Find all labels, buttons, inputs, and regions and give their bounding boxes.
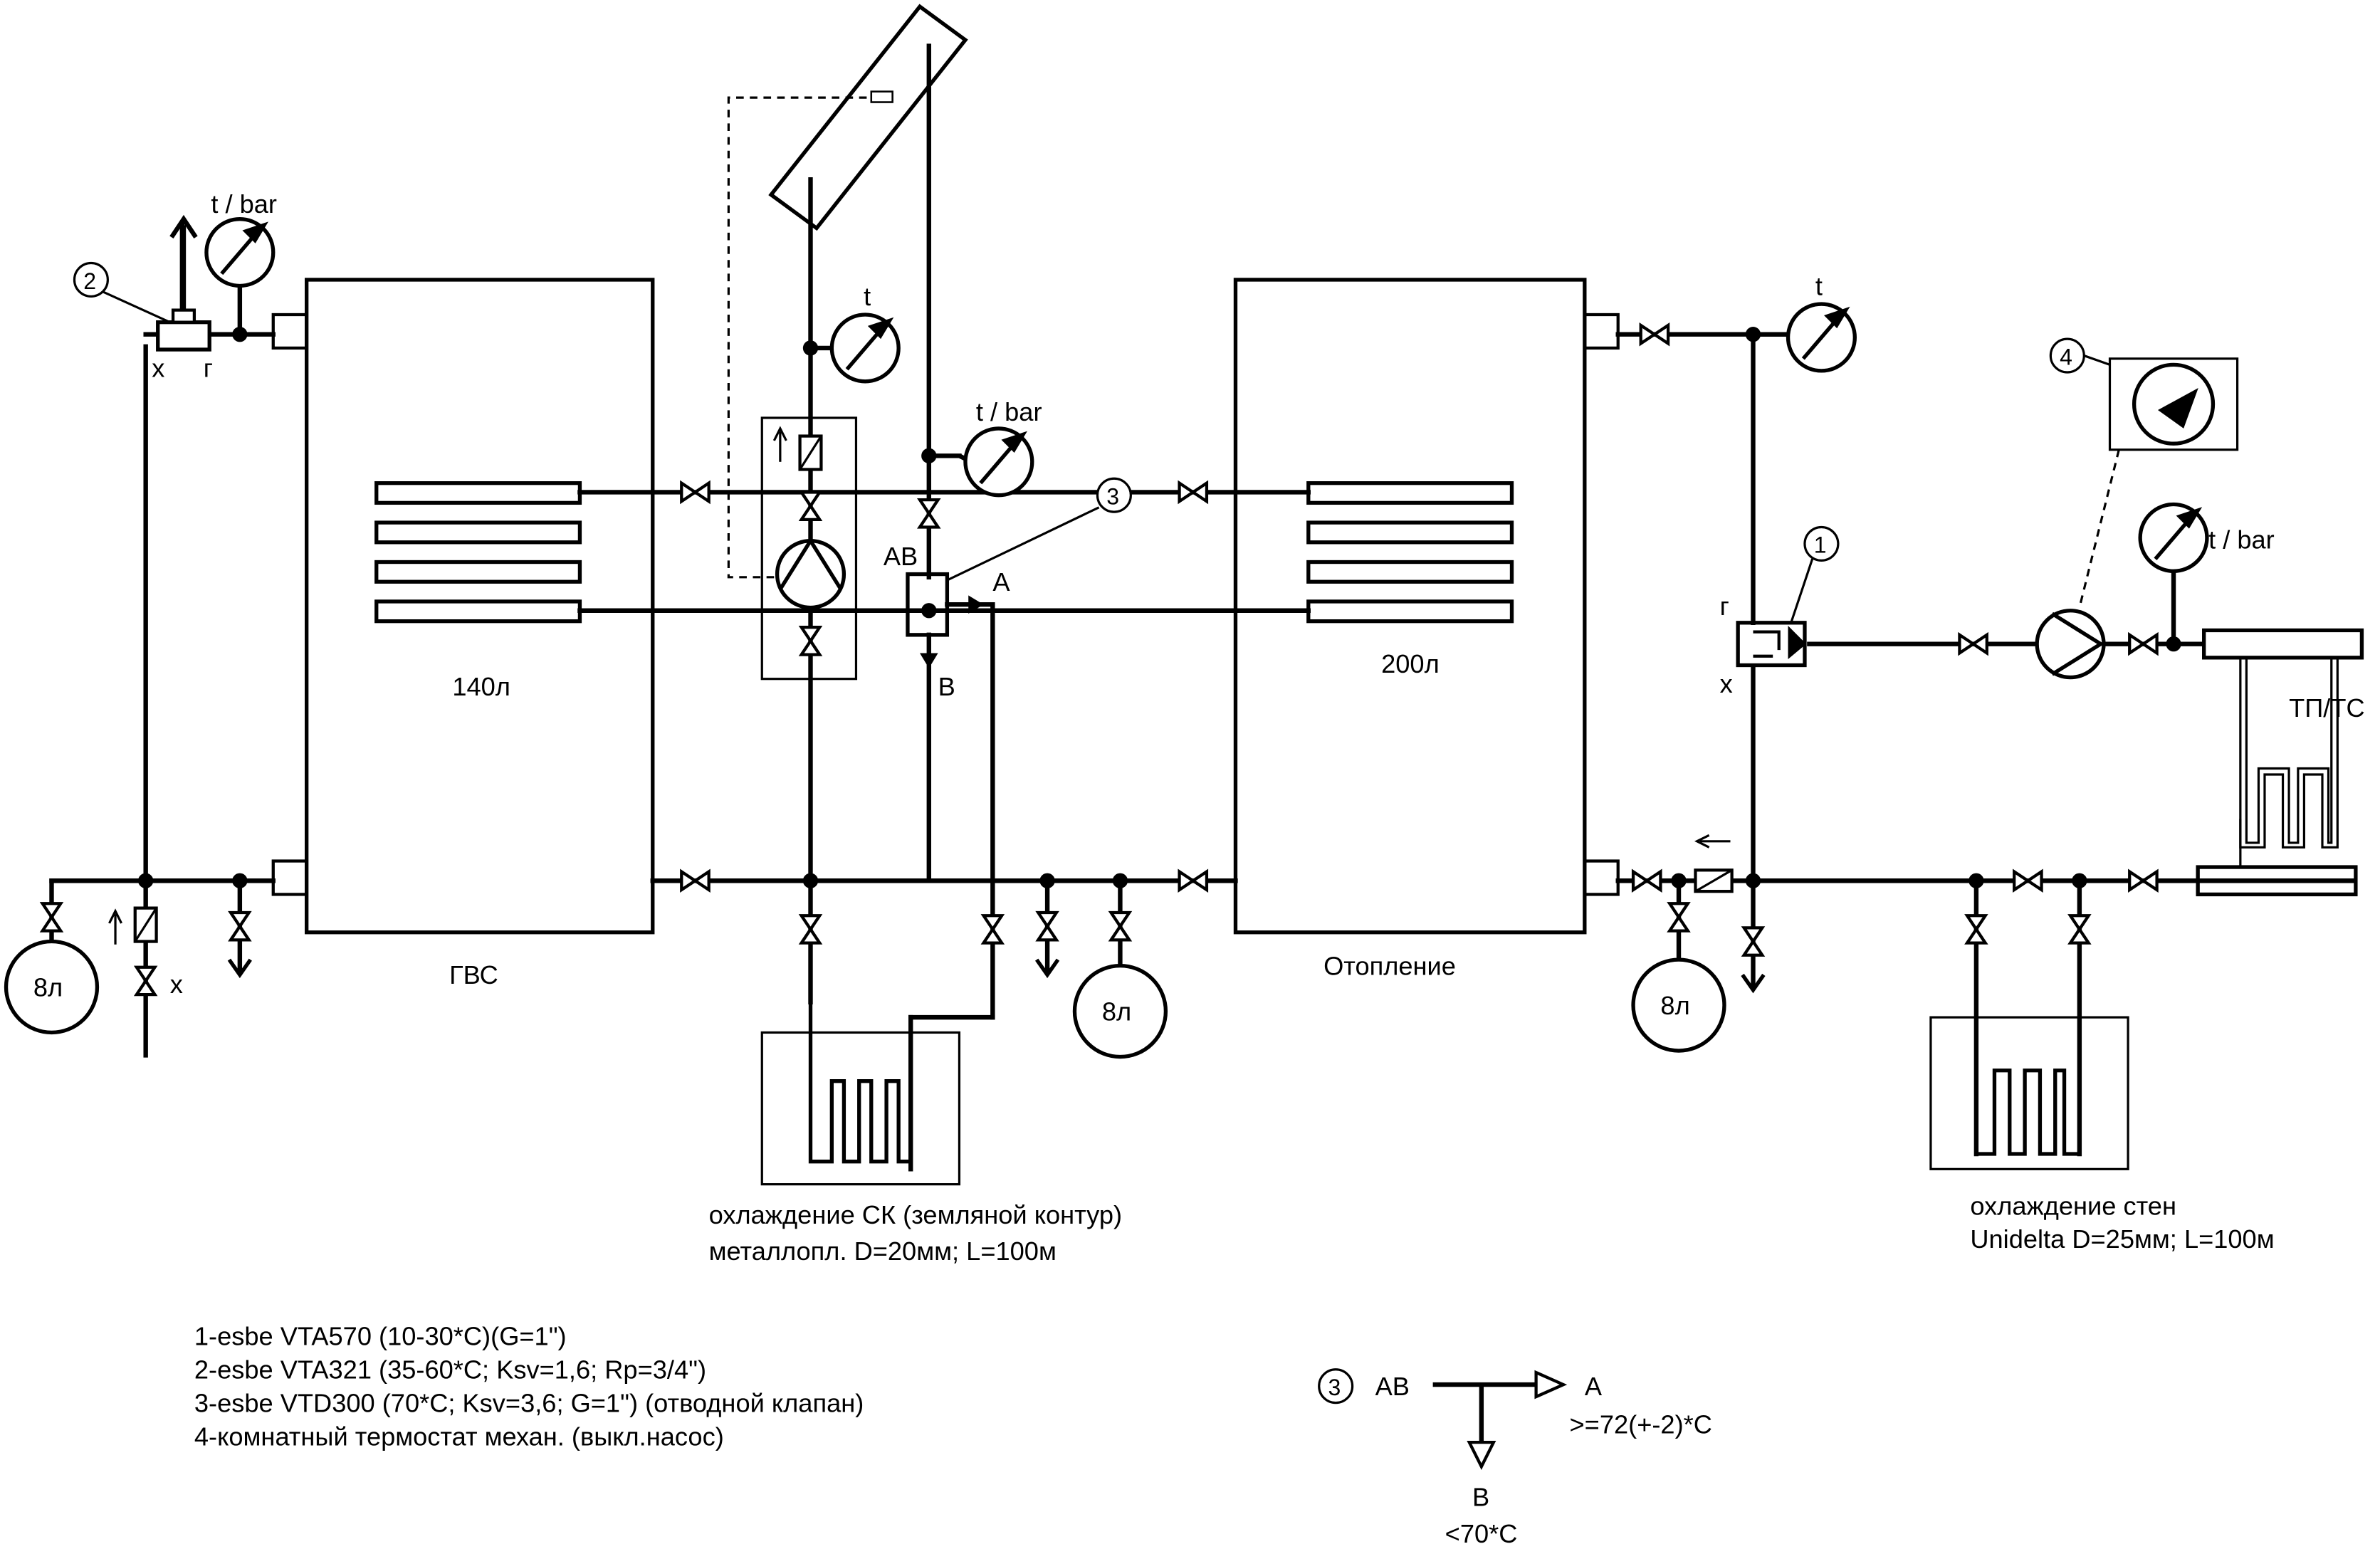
gauge-solar-flow-label: t: [864, 282, 871, 311]
floor-label: ТП/ТС: [2289, 693, 2365, 723]
ground-loop-line2: металлопл. D=20мм; L=100м: [709, 1236, 1057, 1266]
wall-cooling-line1: охлаждение стен: [1970, 1191, 2176, 1220]
callout-2-num: 2: [83, 268, 96, 294]
detail-port-a-condition: >=72(+-2)*C: [1570, 1409, 1712, 1439]
callout-3-detail: [1318, 1368, 1354, 1404]
ground-loop-line1: охлаждение СК (земляной контур): [709, 1200, 1122, 1229]
floor-pump: [2035, 609, 2106, 680]
dhw-coil: [374, 481, 582, 624]
room-thermostat: [2108, 357, 2239, 451]
legend-item-3: 3-esbe VTD300 (70*C; Ksv=3,6; G=1") (отв…: [194, 1388, 864, 1417]
detail-inlet: AB: [1375, 1372, 1410, 1401]
wall-cooling-line2: Unidelta D=25мм; L=100м: [1970, 1224, 2274, 1254]
vessel-left-label: 8л: [33, 972, 63, 1002]
solar-pump: [775, 537, 846, 610]
detail-port-a: A: [1585, 1372, 1603, 1401]
detail-callout-num: 3: [1328, 1375, 1341, 1400]
callout-2: [73, 261, 109, 298]
legend-item-2: 2-esbe VTA321 (35-60*C; Ksv=1,6; Rp=3/4"…: [194, 1355, 706, 1385]
shutoff-valves: [43, 325, 2157, 994]
vessel-right-label: 8л: [1660, 991, 1689, 1020]
gauge-heating-label: t: [1815, 271, 1823, 300]
detail-port-b: B: [1472, 1483, 1489, 1512]
dhw-tank: [305, 278, 655, 935]
tank-dhw-volume: 140л: [452, 672, 510, 701]
floor-manifold-top: [2202, 628, 2364, 660]
callout-1-num: 1: [1814, 532, 1827, 558]
wall-cooling-coil: [1974, 1068, 2082, 1156]
valve-3-detail: [1432, 1370, 1568, 1470]
vessel-middle-label: 8л: [1102, 997, 1131, 1026]
legend-item-4: 4-комнатный термостат механ. (выкл.насос…: [194, 1422, 724, 1451]
callout-3-num: 3: [1106, 484, 1119, 510]
ground-loop-box: [760, 1031, 961, 1186]
detail-port-b-condition: <70*C: [1445, 1519, 1518, 1548]
valve1-cold-mark: x: [1720, 669, 1733, 698]
tank-heating-name: Отопление: [1323, 951, 1456, 980]
callout-3: [1096, 477, 1132, 513]
ground-loop-coil: [808, 1000, 913, 1164]
valve1-hot-mark: г: [1720, 592, 1729, 621]
valve3-b-mark: B: [938, 672, 955, 701]
floor-manifold-bottom: [2196, 865, 2358, 897]
gauge-solar-return-label: t / bar: [976, 397, 1042, 426]
valve3-a-mark: A: [992, 567, 1010, 597]
tank-heating-volume: 200л: [1381, 649, 1440, 678]
pump-group-box: [760, 416, 858, 681]
heating-tank: [1233, 278, 1587, 935]
tank-dhw-name: ГВС: [449, 960, 498, 989]
callout-1: [1803, 525, 1840, 562]
expansion-vessel-right: [1631, 957, 1726, 1053]
wall-cooling-box: [1929, 1016, 2129, 1170]
valve2-hot-mark: г: [204, 353, 213, 382]
gauge-floor-label: t / bar: [2208, 525, 2275, 554]
cold-inlet-mark: x: [170, 970, 183, 999]
expansion-vessel-left: [4, 939, 100, 1035]
legend-item-1: 1-esbe VTA570 (10-30*C)(G=1"): [194, 1322, 567, 1351]
valve-2: [156, 214, 211, 352]
valve2-cold-mark: x: [152, 353, 164, 382]
gauge-dhw-label: t / bar: [211, 189, 277, 219]
solar-collector: [768, 4, 968, 231]
callout-4-num: 4: [2060, 344, 2072, 369]
floor-loop: [2239, 656, 2339, 849]
valve3-ab-mark: AB: [884, 542, 918, 571]
heating-coil: [1306, 481, 1514, 624]
expansion-vessel-middle: [1072, 963, 1168, 1059]
